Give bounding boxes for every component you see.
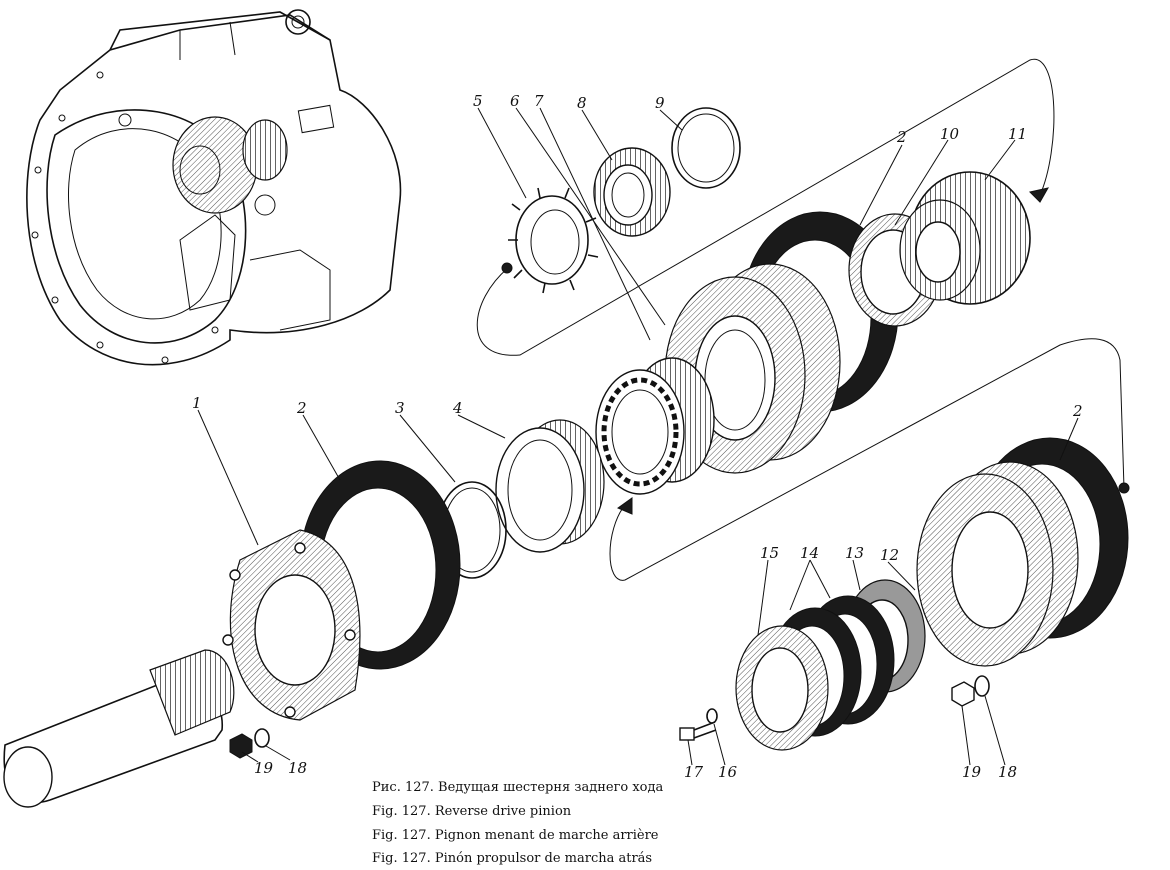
roller-bearing <box>595 357 715 495</box>
label-4: 4 <box>452 399 463 417</box>
label-2-left: 2 <box>296 399 307 417</box>
label-5: 5 <box>473 92 483 110</box>
label-17: 17 <box>684 763 704 781</box>
snap-ring-9 <box>671 107 741 189</box>
label-6: 6 <box>510 92 520 110</box>
figure-caption: Рис. 127. Ведущая шестерня заднего хода … <box>372 780 664 866</box>
label-16: 16 <box>718 763 738 781</box>
label-9: 9 <box>655 94 665 112</box>
lock-washer-5 <box>508 187 599 294</box>
gearbox-housing <box>26 9 402 366</box>
nut-19-left <box>229 733 253 759</box>
caption-en: Fig. 127. Reverse drive pinion <box>372 804 572 819</box>
label-18-right: 18 <box>998 763 1017 781</box>
label-12: 12 <box>880 546 899 564</box>
retainer-15 <box>735 625 829 751</box>
reverse-gear-11 <box>899 171 1031 305</box>
washer-18-right <box>974 675 990 697</box>
nut-19-right <box>951 681 975 707</box>
assembly-lines <box>476 58 1130 581</box>
leader-lines <box>197 107 1079 766</box>
washer-18-left <box>254 728 270 748</box>
label-8: 8 <box>577 94 587 112</box>
race-ring-4 <box>495 419 605 553</box>
label-14: 14 <box>800 544 819 562</box>
label-19-right: 19 <box>962 763 982 781</box>
label-11: 11 <box>1008 125 1027 143</box>
caption-ru: Рис. 127. Ведущая шестерня заднего хода <box>372 780 664 795</box>
label-10: 10 <box>940 125 960 143</box>
bolt-17 <box>679 721 717 741</box>
flange-1 <box>222 529 361 721</box>
washer-16 <box>706 708 718 724</box>
caption-es: Fig. 127. Pinón propulsor de marcha atrá… <box>372 851 652 866</box>
splined-shaft <box>3 649 235 808</box>
label-1: 1 <box>192 394 202 412</box>
label-13: 13 <box>845 544 864 562</box>
label-19-left: 19 <box>254 759 274 777</box>
label-7: 7 <box>534 92 544 110</box>
label-15: 15 <box>760 544 779 562</box>
slotted-nut-8 <box>593 147 671 237</box>
label-3: 3 <box>395 399 405 417</box>
label-18-left: 18 <box>288 759 307 777</box>
label-2-right: 2 <box>1072 402 1083 420</box>
caption-fr: Fig. 127. Pignon menant de marche arrièr… <box>372 828 659 843</box>
cover-12 <box>916 461 1079 667</box>
part-labels: 5 6 7 8 9 2 10 11 1 2 3 4 2 15 14 13 12 … <box>192 92 1083 781</box>
label-2-upper: 2 <box>896 128 907 146</box>
